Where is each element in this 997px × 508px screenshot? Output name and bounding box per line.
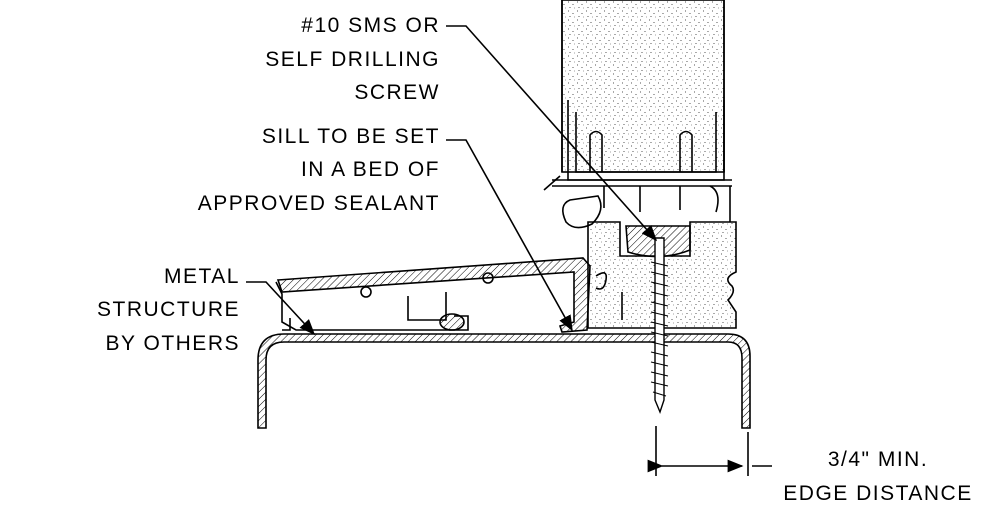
structure-label-line2: STRUCTURE	[97, 298, 240, 321]
screw-label-line2: SELF DRILLING	[265, 48, 440, 71]
label-structure: METAL STRUCTURE BY OTHERS	[97, 265, 316, 355]
label-sealant: SILL TO BE SET IN A BED OF APPROVED SEAL…	[198, 125, 573, 332]
structure-leader-line	[246, 281, 316, 336]
edge-label-line2: EDGE DISTANCE	[783, 482, 972, 505]
screw-leader-line	[446, 25, 658, 242]
sealant-label-line3: APPROVED SEALANT	[198, 192, 440, 215]
screw	[650, 237, 669, 414]
label-screw: #10 SMS OR SELF DRILLING SCREW	[265, 14, 658, 242]
screw-label-line1: #10 SMS OR	[301, 14, 440, 37]
sealant-label-line2: IN A BED OF	[301, 158, 440, 181]
screw-label-line3: SCREW	[354, 81, 440, 104]
structure-label-line3: BY OTHERS	[106, 332, 240, 355]
edge-distance-dimension: 3/4" MIN. EDGE DISTANCE	[647, 426, 972, 505]
sealant-leader-line	[446, 139, 573, 332]
structure-label-line1: METAL	[164, 265, 240, 288]
glazing-panel	[552, 0, 732, 187]
sealant-label-line1: SILL TO BE SET	[262, 125, 440, 148]
sill-extrusion	[275, 257, 608, 333]
frame-gaskets	[543, 175, 719, 229]
edge-label-line1: 3/4" MIN.	[828, 448, 928, 471]
metal-structure	[257, 333, 751, 429]
